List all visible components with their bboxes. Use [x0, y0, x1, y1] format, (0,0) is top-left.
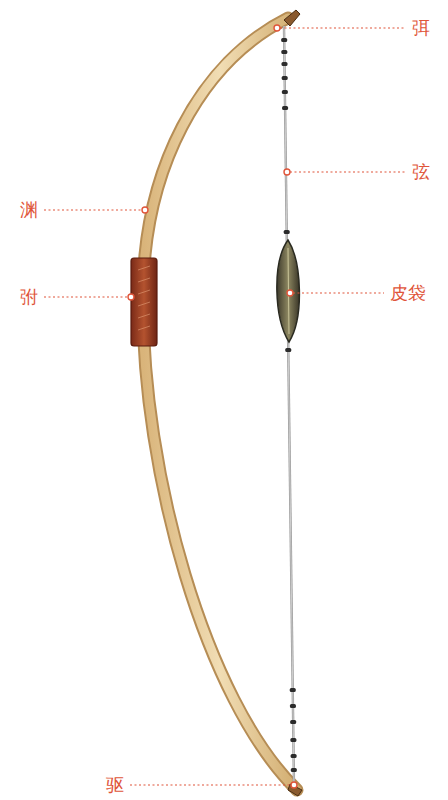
part-label: 弦	[410, 162, 432, 182]
bow-limb	[143, 18, 297, 790]
leader-line	[130, 784, 290, 785]
string-knot	[282, 62, 288, 66]
leader-lines	[44, 28, 406, 785]
leader-line	[44, 296, 128, 297]
leader-dot	[274, 25, 280, 31]
string-knot	[282, 106, 288, 110]
string-knot	[290, 738, 296, 742]
string-knot	[291, 768, 297, 772]
leader-dot	[284, 169, 290, 175]
string-knot	[282, 76, 288, 80]
bow-string	[284, 26, 294, 786]
leader-dot	[291, 782, 297, 788]
string-knot	[284, 230, 290, 234]
leader-dot	[142, 207, 148, 213]
string-knot	[290, 704, 296, 708]
bow-string-highlight	[284, 26, 294, 786]
bow-limb-edge	[143, 18, 297, 790]
part-label: 渊	[18, 200, 40, 220]
string-knot	[285, 348, 291, 352]
string-knots	[281, 38, 297, 772]
leader-dot	[287, 290, 293, 296]
part-label: 驱	[104, 775, 126, 795]
string-knot	[281, 38, 287, 42]
part-label: 弣	[18, 287, 40, 307]
string-knot	[282, 90, 288, 94]
part-label: 弭	[410, 18, 432, 38]
leader-line	[44, 209, 141, 210]
bow-tip	[284, 10, 300, 26]
string-knot	[281, 50, 287, 54]
leader-line	[293, 292, 384, 293]
leader-dots	[128, 25, 297, 788]
string-knot	[291, 754, 297, 758]
leader-line	[290, 171, 406, 172]
grip-wrap	[138, 266, 150, 330]
leather-pouch	[277, 240, 300, 342]
leader-dot	[128, 294, 134, 300]
bow-grip	[131, 258, 157, 346]
string-knot	[290, 720, 296, 724]
string-knot	[290, 688, 296, 692]
leader-line	[280, 27, 406, 28]
part-label: 皮袋	[388, 283, 428, 303]
